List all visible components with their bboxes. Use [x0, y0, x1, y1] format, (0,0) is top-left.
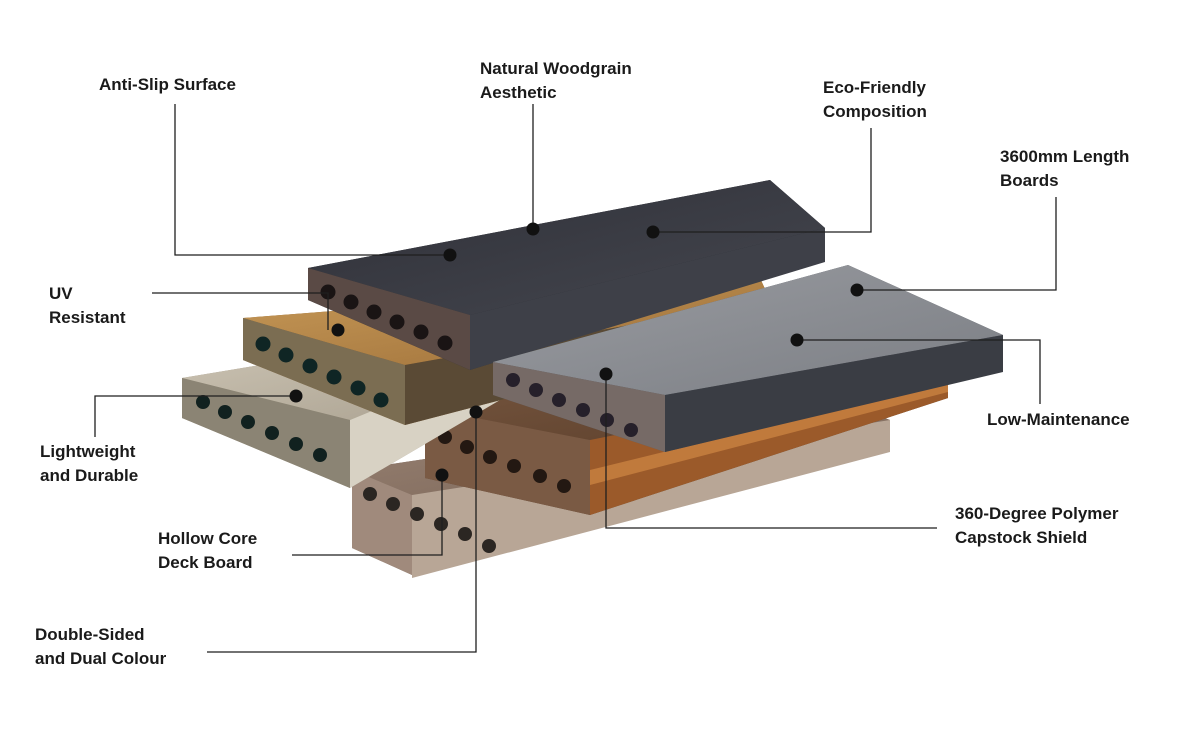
- board-grey: [493, 265, 1003, 452]
- board-charcoal: [308, 180, 825, 370]
- marker-length: [850, 283, 864, 297]
- marker-lightweight: [289, 389, 303, 403]
- marker-hollow: [435, 468, 449, 482]
- label-lightweight: Lightweight and Durable: [40, 442, 139, 485]
- label-low-maintenance: Low-Maintenance: [987, 410, 1130, 429]
- label-hollow: Hollow Core Deck Board: [158, 529, 258, 572]
- marker-low-maintenance: [790, 333, 804, 347]
- marker-dots: [289, 222, 864, 482]
- label-capstock: 360-Degree Polymer Capstock Shield: [955, 504, 1119, 547]
- leader-hollow: [292, 475, 443, 556]
- leader-length: [857, 197, 1057, 291]
- marker-uv: [331, 323, 345, 337]
- label-length: 3600mm Length Boards: [1000, 147, 1130, 190]
- leader-uv: [152, 292, 329, 330]
- label-uv: UV Resistant: [49, 284, 126, 327]
- marker-woodgrain: [526, 222, 540, 236]
- leader-low-maintenance: [797, 339, 1041, 404]
- leader-anti-slip: [174, 104, 450, 256]
- leader-lines: [94, 104, 1057, 653]
- leader-lightweight: [94, 395, 296, 437]
- label-double-sided: Double-Sided and Dual Colour: [35, 625, 167, 668]
- leader-double-sided: [207, 412, 477, 653]
- leader-capstock: [605, 374, 937, 529]
- label-anti-slip: Anti-Slip Surface: [99, 75, 236, 94]
- marker-eco: [646, 225, 660, 239]
- label-eco: Eco-Friendly Composition: [823, 78, 927, 121]
- marker-double-sided: [469, 405, 483, 419]
- leader-eco: [653, 128, 872, 233]
- marker-anti-slip: [443, 248, 457, 262]
- label-woodgrain: Natural Woodgrain Aesthetic: [480, 59, 632, 102]
- marker-capstock: [599, 367, 613, 381]
